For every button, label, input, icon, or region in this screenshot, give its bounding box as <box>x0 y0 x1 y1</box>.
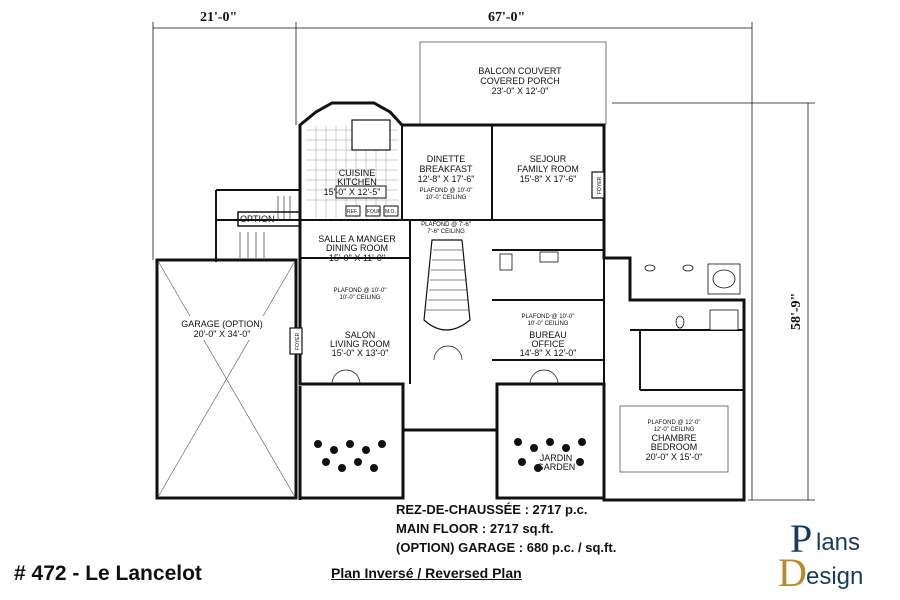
option-label: OPTION <box>240 214 275 224</box>
living-fireplace-label: FOYER <box>295 332 301 350</box>
garage-label: GARAGE (OPTION) <box>181 319 263 329</box>
porch-name-fr: BALCON COUVERT <box>478 66 562 76</box>
fridge-label: REF. <box>347 209 358 215</box>
porch-size: 23'-0" X 12'-0" <box>492 86 549 96</box>
left-width-dimension: 21'-0" <box>200 10 237 25</box>
bedroom-name-fr: CHAMBRE <box>651 433 696 443</box>
breakfast-name-en: BREAKFAST <box>419 164 473 174</box>
living-fireplace <box>289 327 303 355</box>
dining-ceiling-en: 10'-0" CEILING <box>340 295 381 301</box>
garden-name-en: GARDEN <box>537 462 576 472</box>
breakfast-name-fr: DINETTE <box>427 154 466 164</box>
bedroom-ceiling-fr: PLAFOND @ 12'-0" <box>647 420 700 426</box>
area-english: MAIN FLOOR : 2717 sq.ft. <box>396 521 554 536</box>
dining-ceiling-fr: PLAFOND @ 10'-0" <box>333 288 386 294</box>
area-french: REZ-DE-CHAUSSÉE : 2717 p.c. <box>396 502 588 517</box>
garden-plants <box>314 438 586 472</box>
stair-ceiling-en: 7'-6" CEILING <box>427 229 465 235</box>
oven-fixture <box>365 205 381 217</box>
kitchen-island <box>335 185 387 199</box>
logo-d-letter: D <box>778 550 807 592</box>
depth-dimension: 58'-9" <box>789 293 804 330</box>
family-fireplace <box>591 171 605 199</box>
stair-ceiling-fr: PLAFOND @ 7'-6" <box>421 222 471 228</box>
bedroom-size: 20'-0" X 15'-0" <box>646 452 703 462</box>
central-stair <box>423 239 471 331</box>
family-fireplace-label: FOYER <box>597 176 603 194</box>
area-garage: (OPTION) GARAGE : 680 p.c. / sq.ft. <box>396 540 617 555</box>
exterior-walls <box>155 101 746 502</box>
kitchen-name-en: KITCHEN <box>337 177 377 187</box>
plans-design-logo: P lans D esign <box>778 516 863 592</box>
plan-title: # 472 - Le Lancelot <box>14 562 202 585</box>
living-size: 15'-0" X 13'-0" <box>332 348 389 358</box>
interior-walls <box>215 125 744 391</box>
living-name-en: LIVING ROOM <box>330 339 390 349</box>
microwave-label: M.O. <box>385 209 396 215</box>
office-ceiling-en: 10'-0" CEILING <box>528 321 569 327</box>
kitchen-counter <box>351 119 391 151</box>
logo-top-word: lans <box>816 529 860 556</box>
dining-size: 15'-0" X 11'-0" <box>329 253 385 263</box>
breakfast-ceiling-fr: PLAFOND @ 10'-0" <box>419 188 472 194</box>
porch-name-en: COVERED PORCH <box>480 76 560 86</box>
logo-p-letter: P <box>790 516 812 561</box>
door-swings <box>331 345 559 385</box>
dimension-lines <box>152 22 815 501</box>
family-name-fr: SEJOUR <box>530 154 567 164</box>
family-size: 15'-8" X 17'-6" <box>520 174 577 184</box>
family-name-en: FAMILY ROOM <box>517 164 579 174</box>
garage-label-bg <box>175 316 265 340</box>
garden-name-fr: JARDIN <box>540 453 573 463</box>
dining-name-fr: SALLE A MANGER <box>318 234 396 244</box>
bedroom-tray-ceiling <box>619 405 729 473</box>
breakfast-ceiling-en: 10'-0" CEILING <box>426 195 467 201</box>
logo-bottom-word: esign <box>806 563 863 590</box>
garage-size: 20'-0" X 34'-0" <box>194 329 251 339</box>
main-width-dimension: 67'-0" <box>488 10 525 25</box>
dining-name-en: DINING ROOM <box>326 243 388 253</box>
garage-diagonals <box>157 260 296 498</box>
central-stair-treads <box>426 249 469 311</box>
office-size: 14'-8" X 12'-0" <box>520 348 577 358</box>
fridge-fixture <box>345 205 361 217</box>
breakfast-size: 12'-8" X 17'-6" <box>418 174 475 184</box>
kitchen-name-fr: CUISINE <box>339 168 376 178</box>
bedroom-ceiling-en: 12'-0" CEILING <box>654 427 695 433</box>
reversed-plan-label: Plan Inversé / Reversed Plan <box>331 565 522 581</box>
basement-stair-treads <box>239 196 291 258</box>
office-name-fr: BUREAU <box>529 330 567 340</box>
office-ceiling-fr: PLAFOND @ 10'-0" <box>521 314 574 320</box>
microwave-fixture <box>383 205 399 217</box>
bathroom-fixtures <box>499 251 741 331</box>
kitchen-size: 15'-0" X 12'-5" <box>324 187 381 197</box>
living-name-fr: SALON <box>345 330 376 340</box>
area-summary: REZ-DE-CHAUSSÉE : 2717 p.c. MAIN FLOOR :… <box>396 500 616 557</box>
oven-label: FOUR <box>367 209 382 215</box>
bedroom-name-en: BEDROOM <box>651 442 698 452</box>
option-stair-outline <box>237 211 301 227</box>
office-name-en: OFFICE <box>532 339 565 349</box>
